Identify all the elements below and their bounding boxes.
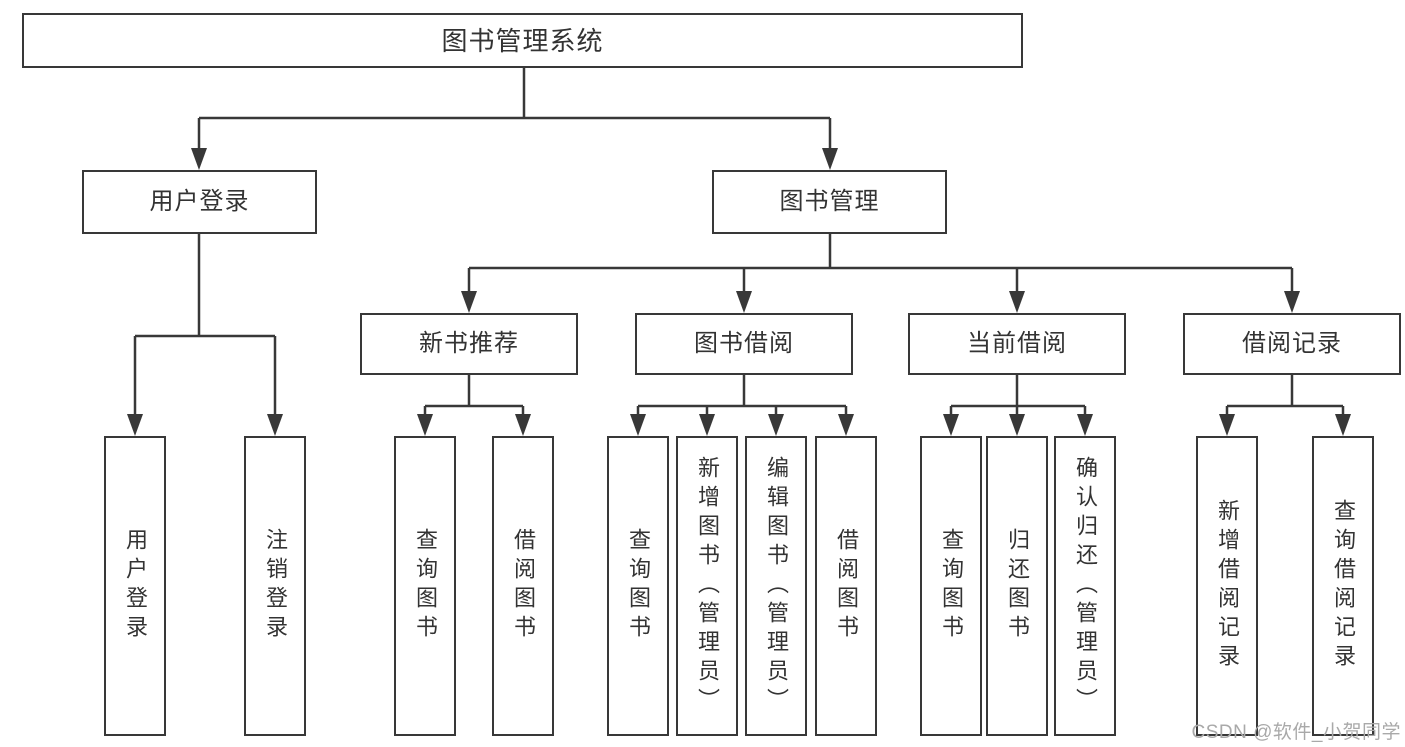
- node-library-management-system: 图书管理系统: [22, 13, 1023, 68]
- node-current-borrowing: 当前借阅: [908, 313, 1126, 375]
- leaf-user-login: 用户登录: [104, 436, 166, 736]
- node-borrowing-records: 借阅记录: [1183, 313, 1401, 375]
- leaf-logout: 注销登录: [244, 436, 306, 736]
- csdn-watermark: CSDN @软件_小贺同学: [1191, 722, 1401, 743]
- leaf-add-book-admin: 新增图书（管理员）: [676, 436, 738, 736]
- node-new-book-recommendation: 新书推荐: [360, 313, 578, 375]
- leaf-add-borrowing-record: 新增借阅记录: [1196, 436, 1258, 736]
- leaf-borrow-books-borrowing: 借阅图书: [815, 436, 877, 736]
- node-book-management: 图书管理: [712, 170, 947, 234]
- leaf-borrow-books-recommend: 借阅图书: [492, 436, 554, 736]
- leaf-query-books-recommend: 查询图书: [394, 436, 456, 736]
- node-book-borrowing: 图书借阅: [635, 313, 853, 375]
- leaf-query-borrowing-record: 查询借阅记录: [1312, 436, 1374, 736]
- leaf-query-books-borrowing: 查询图书: [607, 436, 669, 736]
- node-user-login: 用户登录: [82, 170, 317, 234]
- leaf-confirm-return-admin: 确认归还（管理员）: [1054, 436, 1116, 736]
- leaf-return-books: 归还图书: [986, 436, 1048, 736]
- leaf-query-books-current: 查询图书: [920, 436, 982, 736]
- leaf-edit-book-admin: 编辑图书（管理员）: [745, 436, 807, 736]
